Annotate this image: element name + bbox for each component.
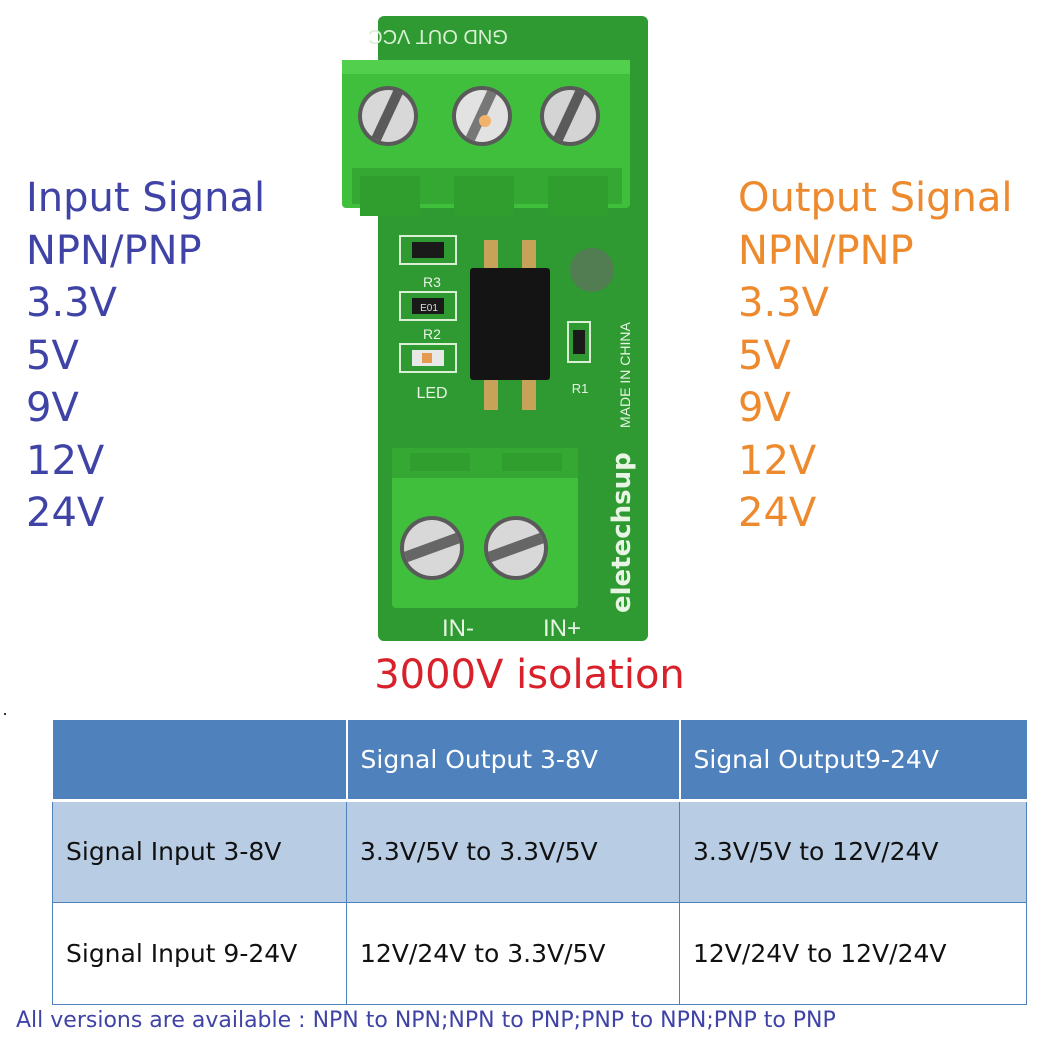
input-signal-line: 5V xyxy=(26,332,79,379)
in-plus-label: IN+ xyxy=(543,615,581,642)
top-terminal-labels: GND OUT VCC xyxy=(368,25,508,47)
table-cell: Signal Input 9-24V xyxy=(52,901,347,1005)
table-cell: 3.3V/5V to 3.3V/5V xyxy=(346,800,680,903)
input-signal-line: 3.3V xyxy=(26,280,117,326)
bottom-terminal-block xyxy=(392,448,578,608)
output-signal-line: 24V xyxy=(738,490,817,536)
brand-label: eletechsup xyxy=(607,452,637,613)
table-cell: 12V/24V to 3.3V/5V xyxy=(346,901,680,1005)
input-signal-line: NPN/PNP xyxy=(26,227,202,274)
input-signal-line: 9V xyxy=(26,385,79,431)
input-signal-list: Input Signal NPN/PNP 3.3V 5V 9V 12V 24V xyxy=(26,172,265,540)
isolation-module-board-image: GND OUT VCC R3 E01 R2 LED R1 xyxy=(342,16,648,642)
r1-label: R1 xyxy=(572,381,589,396)
output-signal-line: 3.3V xyxy=(738,280,829,326)
table-header-cell xyxy=(52,720,347,802)
table-cell: Signal Input 3-8V xyxy=(52,800,347,903)
r2-label: R2 xyxy=(423,326,441,342)
optocoupler-chip xyxy=(470,240,550,410)
table-cell: 3.3V/5V to 12V/24V xyxy=(679,800,1027,903)
table-row: Signal Input 3-8V 3.3V/5V to 3.3V/5V 3.3… xyxy=(52,800,1027,903)
table-header-cell: Signal Output9-24V xyxy=(678,720,1027,802)
top-terminal-block xyxy=(342,60,630,216)
table-cell: 12V/24V to 12V/24V xyxy=(679,901,1027,1005)
table-header-cell: Signal Output 3-8V xyxy=(345,720,680,802)
output-signal-list: Output Signal NPN/PNP 3.3V 5V 9V 12V 24V xyxy=(738,172,1013,540)
stray-mark xyxy=(4,713,6,715)
output-signal-line: NPN/PNP xyxy=(738,227,914,274)
output-signal-line: 12V xyxy=(738,437,817,484)
conversion-table: Signal Output 3-8V Signal Output9-24V Si… xyxy=(52,720,1027,1005)
input-signal-line: 24V xyxy=(26,490,105,536)
in-minus-label: IN- xyxy=(442,615,474,642)
table-header-row: Signal Output 3-8V Signal Output9-24V xyxy=(52,720,1027,802)
output-signal-line: 5V xyxy=(738,332,791,379)
made-in-china-label: MADE IN CHINA xyxy=(617,322,633,428)
resistor-marking: E01 xyxy=(420,303,438,314)
input-signal-title: Input Signal xyxy=(26,175,266,221)
output-signal-title: Output Signal xyxy=(738,175,1013,221)
r3-label: R3 xyxy=(423,274,441,290)
led-label: LED xyxy=(416,385,447,402)
input-signal-line: 12V xyxy=(26,437,105,484)
availability-footnote: All versions are available : NPN to NPN;… xyxy=(16,1008,836,1033)
isolation-rating: 3000V isolation xyxy=(374,652,685,698)
output-signal-line: 9V xyxy=(738,385,791,431)
table-row: Signal Input 9-24V 12V/24V to 3.3V/5V 12… xyxy=(52,901,1027,1005)
